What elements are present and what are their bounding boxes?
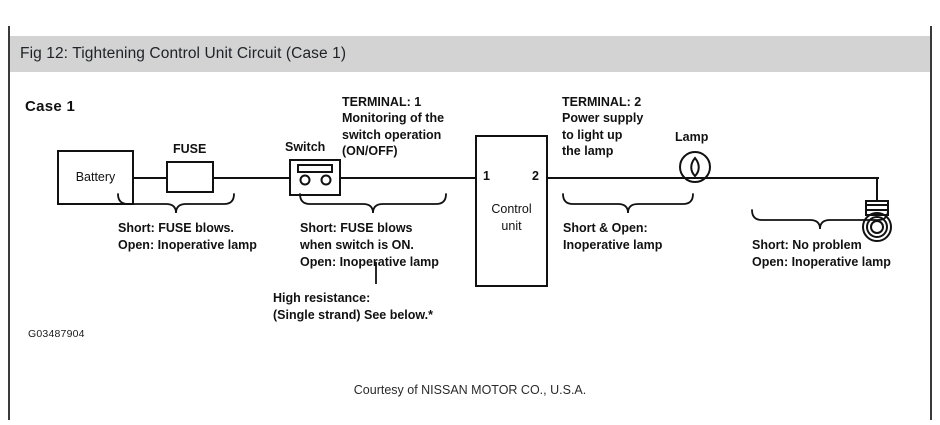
switch-contact-bar	[297, 164, 333, 173]
fuse-label: FUSE	[173, 142, 207, 156]
note-high-resistance-line-2: (Single strand) See below.*	[273, 308, 433, 322]
note-terminal2-wire-line-1: Short & Open:	[563, 221, 648, 235]
page-right-rule	[930, 26, 932, 420]
note-high-resistance-line-1: High resistance:	[273, 291, 371, 305]
terminal-1-line-2: Monitoring of the	[342, 111, 445, 125]
ground-washer-mid	[866, 216, 888, 238]
figure-code: G03487904	[28, 328, 85, 340]
case-title: Case 1	[25, 98, 76, 115]
control-unit-box-shape	[475, 135, 548, 287]
control-unit-label-line2: unit	[501, 219, 522, 233]
control-unit-label-line1: Control	[491, 202, 532, 216]
terminal-2-line-1: TERMINAL: 2	[562, 95, 642, 109]
brace-battery-fuse	[117, 193, 235, 214]
control-unit-terminal-1-label: 1	[483, 169, 490, 183]
control-unit-terminal-2-label: 2	[532, 169, 539, 183]
note-fuse-switch-line-3: Open: Inoperative lamp	[300, 255, 439, 269]
page-left-rule	[8, 26, 10, 420]
note-ground-wire-line-1: Short: No problem	[752, 238, 862, 252]
switch-terminal-right	[320, 174, 332, 186]
terminal-2-line-2: Power supply	[562, 111, 644, 125]
switch-label: Switch	[285, 140, 326, 154]
terminal-2-line-4: the lamp	[562, 144, 614, 158]
brace-terminal2-wire	[562, 193, 694, 214]
terminal-2-line-3: to light up	[562, 128, 623, 142]
ground-washer-inner	[870, 220, 884, 234]
note-fuse-switch-line-1: Short: FUSE blows	[300, 221, 413, 235]
ground-washer-outer	[862, 212, 892, 242]
note-fuse-switch-line-2: when switch is ON.	[300, 238, 414, 252]
courtesy-text: Courtesy of NISSAN MOTOR CO., U.S.A.	[353, 383, 587, 397]
circuit-diagram: Case 1 Battery FUSE Switch 1 2 Control u…	[10, 72, 930, 372]
terminal-1-line-3: switch operation	[342, 128, 442, 142]
lamp-filament	[690, 156, 700, 178]
note-battery-fuse-line-1: Short: FUSE blows.	[118, 221, 234, 235]
note-ground-wire-line-2: Open: Inoperative lamp	[752, 255, 891, 269]
figure-header-bar: Fig 12: Tightening Control Unit Circuit …	[10, 36, 930, 72]
switch-terminal-left	[299, 174, 311, 186]
circuit-diagram-svg	[57, 135, 892, 287]
terminal-1-line-1: TERMINAL: 1	[342, 95, 422, 109]
note-battery-fuse-line-2: Open: Inoperative lamp	[118, 238, 257, 252]
ground-bolt-head	[865, 200, 889, 216]
battery-label: Battery	[75, 170, 116, 184]
brace-ground-wire	[751, 209, 889, 230]
lamp-label: Lamp	[675, 130, 709, 144]
brace-fuse-switch	[299, 193, 447, 214]
terminal-1-line-4: (ON/OFF)	[342, 144, 398, 158]
fuse-box-shape	[166, 161, 214, 193]
note-terminal2-wire-line-2: Inoperative lamp	[563, 238, 663, 252]
figure-title: Fig 12: Tightening Control Unit Circuit …	[20, 45, 347, 62]
lamp-bulb-circle	[679, 151, 711, 183]
